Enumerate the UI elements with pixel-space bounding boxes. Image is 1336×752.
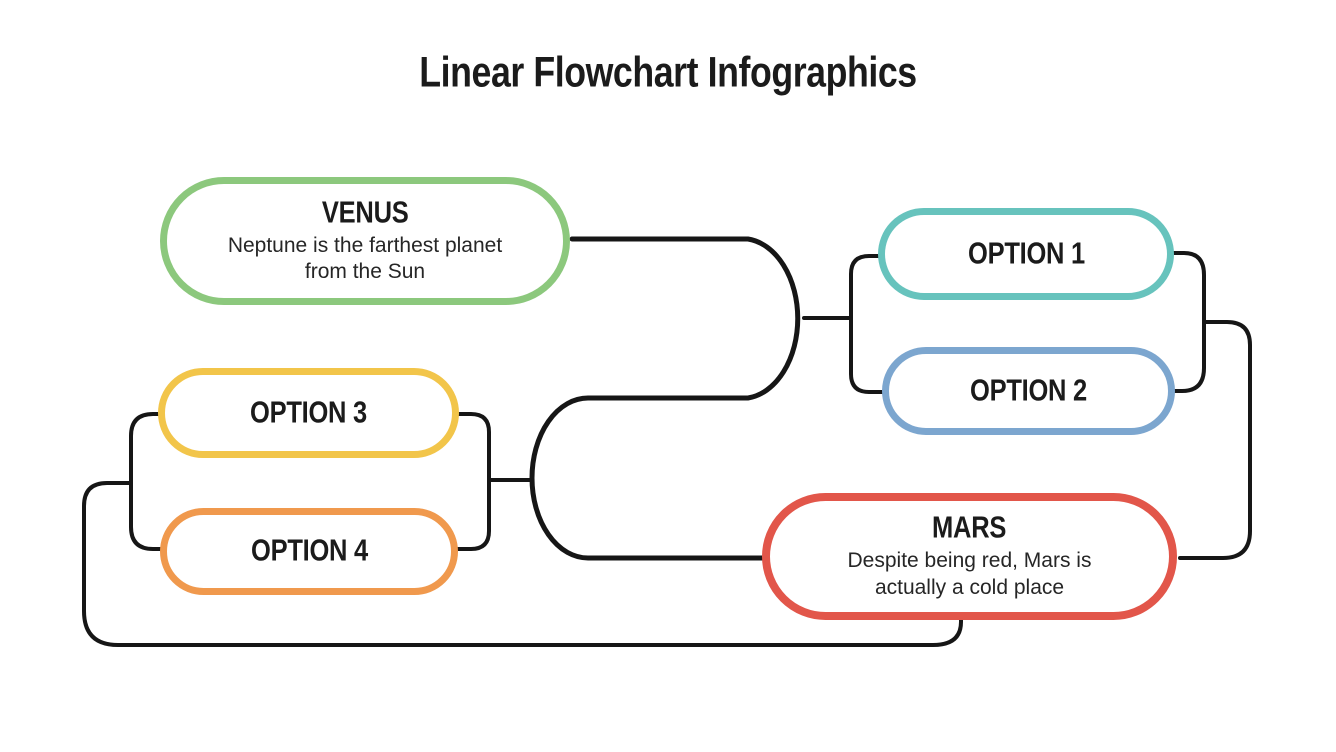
node-option-3[interactable]: OPTION 3 (158, 368, 459, 458)
node-option-1-label: OPTION 1 (967, 236, 1085, 271)
connector-main-flow (529, 236, 801, 561)
node-venus-title: VENUS (321, 196, 409, 230)
page-title: Linear Flowchart Infographics (419, 47, 917, 96)
node-mars[interactable]: MARS Despite being red, Mars is actually… (762, 493, 1177, 620)
node-option-3-label: OPTION 3 (249, 395, 368, 430)
node-mars-title: MARS (932, 511, 1007, 546)
node-option-4-label: OPTION 4 (250, 534, 368, 568)
bracket-options-3-4-right (454, 412, 534, 551)
node-mars-description: Despite being red, Mars is actually a co… (847, 549, 1092, 599)
node-venus[interactable]: VENUS Neptune is the farthest planet fro… (160, 177, 570, 305)
node-option-1[interactable]: OPTION 1 (878, 208, 1174, 300)
bracket-options-1-2-left (802, 254, 886, 394)
connector-options-1-2-to-mars-right (1170, 251, 1252, 560)
node-option-2-label: OPTION 2 (969, 373, 1088, 408)
node-venus-description: Neptune is the farthest planet from the … (227, 233, 503, 283)
node-option-4[interactable]: OPTION 4 (160, 508, 458, 595)
node-option-2[interactable]: OPTION 2 (882, 347, 1175, 435)
